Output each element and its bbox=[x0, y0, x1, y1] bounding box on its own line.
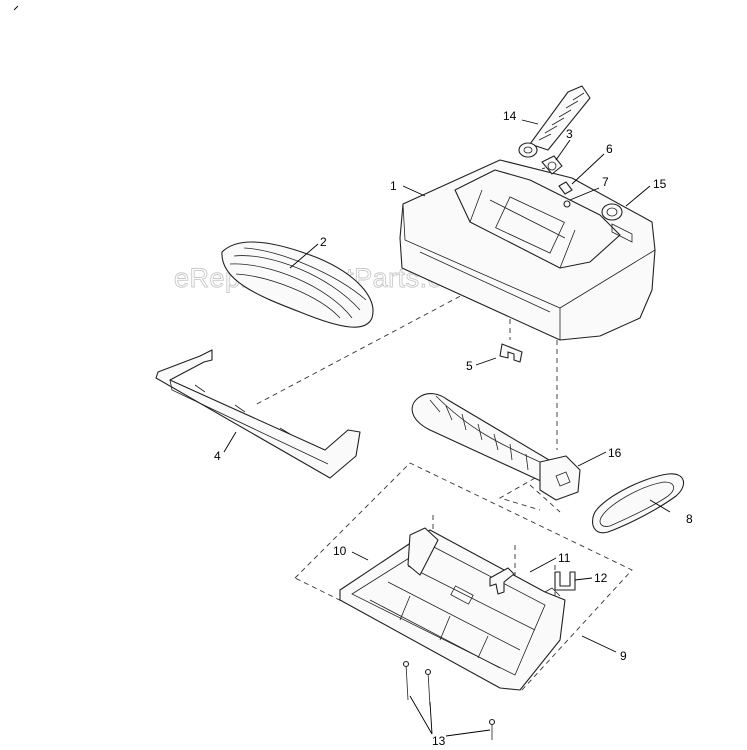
callout-leaders bbox=[223, 119, 671, 737]
callout-1: 1 bbox=[390, 179, 397, 193]
callout-12: 12 bbox=[594, 571, 608, 585]
swivel-hose-part bbox=[518, 85, 591, 158]
callout-16: 16 bbox=[608, 446, 622, 460]
callout-10: 10 bbox=[333, 544, 347, 558]
callout-4: 4 bbox=[214, 449, 221, 463]
callout-6: 6 bbox=[606, 142, 613, 156]
bumper-part bbox=[155, 349, 361, 479]
callout-5: 5 bbox=[466, 359, 473, 373]
drive-belt-part bbox=[591, 473, 685, 534]
callout-14: 14 bbox=[503, 109, 517, 123]
filter-grille-part bbox=[221, 241, 374, 328]
clip-parts bbox=[489, 567, 576, 595]
upper-housing-part bbox=[399, 159, 656, 341]
bracket-clip-part bbox=[499, 343, 523, 363]
brush-roll-part bbox=[411, 392, 581, 501]
callout-15: 15 bbox=[653, 177, 667, 191]
callout-13: 13 bbox=[432, 734, 446, 748]
callout-8: 8 bbox=[686, 512, 693, 526]
callout-3: 3 bbox=[566, 127, 573, 141]
small-hardware-parts bbox=[541, 155, 623, 221]
screw-parts bbox=[402, 660, 496, 740]
callout-labels: 1 2 3 4 5 6 7 8 9 10 11 12 13 14 15 16 bbox=[214, 109, 693, 748]
corner-mark bbox=[13, 5, 19, 11]
callout-2: 2 bbox=[320, 235, 327, 249]
callout-9: 9 bbox=[620, 649, 627, 663]
callout-7: 7 bbox=[602, 175, 609, 189]
base-plate-part bbox=[339, 527, 566, 691]
callout-11: 11 bbox=[558, 551, 571, 565]
